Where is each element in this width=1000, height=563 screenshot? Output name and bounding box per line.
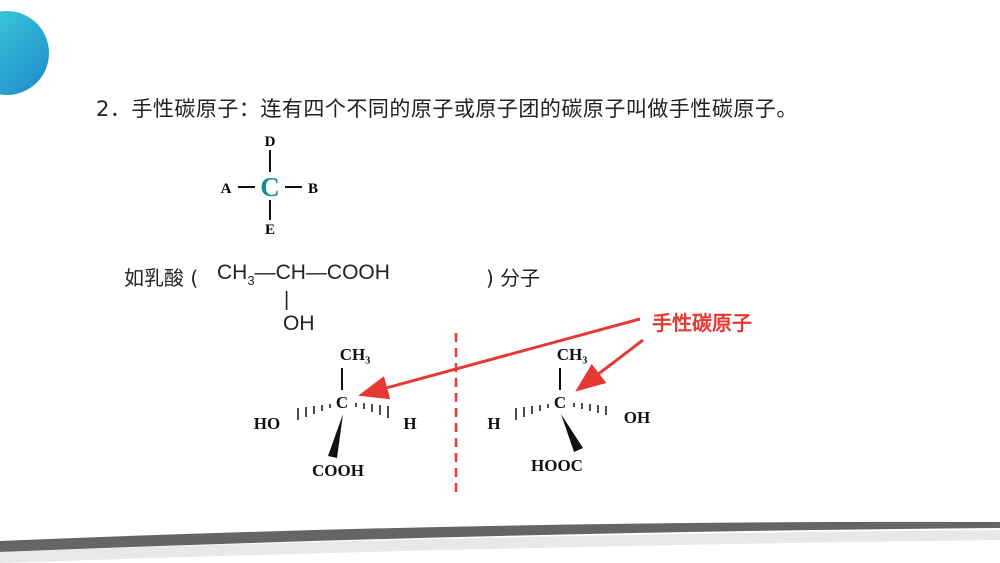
ch3-main: CH (217, 261, 247, 284)
chiral-carbon-label: 手性碳原子 (652, 311, 752, 335)
chain-rest: —CH—COOH (255, 261, 390, 284)
right-ch3: CH₃ (557, 345, 588, 364)
right-hashed-bond-h (515, 404, 549, 420)
right-oh: OH (624, 408, 650, 427)
lactic-prefix: 如乳酸 ( (124, 266, 199, 290)
ch3-sub: 3 (247, 273, 254, 288)
bottom-swoosh-shadow (0, 530, 1000, 563)
lactic-suffix: ) 分子 (486, 266, 541, 290)
molecule-left: CH₃ C HO H COOH (254, 345, 417, 480)
oh-group: OH (283, 312, 315, 335)
arrow-to-right-carbon (575, 338, 644, 392)
label-a: A (221, 181, 232, 197)
right-hashed-bond-oh (573, 403, 607, 415)
left-h: H (403, 414, 416, 433)
label-e: E (265, 222, 275, 238)
left-ch3: CH₃ (340, 345, 371, 364)
label-b: B (308, 181, 318, 197)
page-title: 2．手性碳原子：连有四个不同的原子或原子团的碳原子叫做手性碳原子。 (96, 97, 798, 121)
right-h: H (487, 414, 500, 433)
label-c-center: C (260, 172, 280, 202)
right-hooc: HOOC (531, 456, 583, 475)
oh-bond: | (284, 289, 289, 311)
left-center-c: C (336, 393, 348, 412)
bottom-swoosh (0, 521, 1000, 552)
left-cooh: COOH (312, 461, 364, 480)
label-d: D (265, 134, 276, 150)
left-ho: HO (254, 414, 280, 433)
molecule-right: CH₃ C H OH HOOC (487, 345, 650, 475)
right-center-c: C (554, 393, 566, 412)
svg-text:CH3—CH—COOH: CH3—CH—COOH (217, 261, 390, 288)
arrow-to-left-carbon (358, 317, 641, 400)
left-hashed-bond-ho (297, 404, 331, 420)
left-hashed-bond-h (355, 403, 389, 418)
right-wedge-bond (561, 414, 583, 452)
left-wedge-bond (328, 414, 343, 458)
accent-circle (0, 11, 49, 95)
